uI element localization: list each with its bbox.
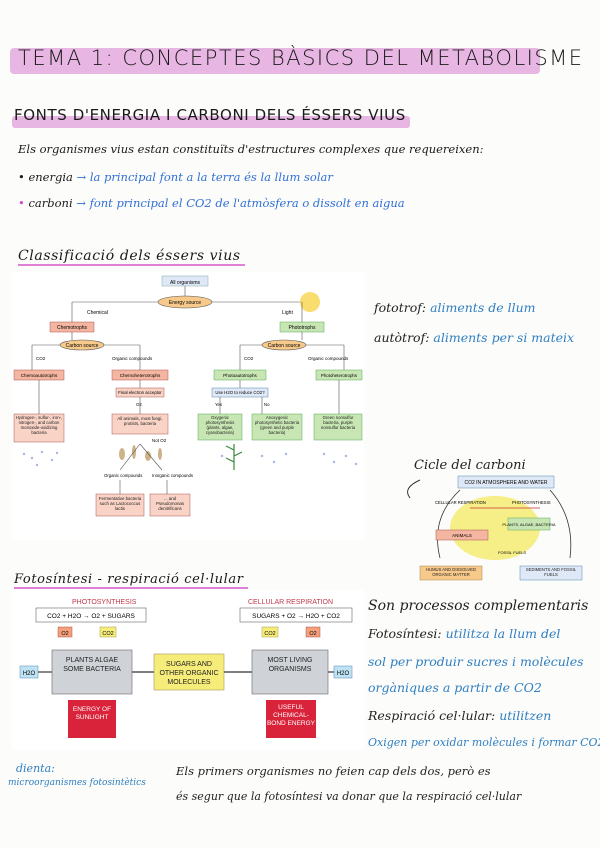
svg-text:CO2 IN ATMOSPHERE AND WATER: CO2 IN ATMOSPHERE AND WATER bbox=[465, 480, 548, 486]
svg-text:Energy source: Energy source bbox=[169, 300, 201, 306]
svg-text:ANIMALS: ANIMALS bbox=[452, 533, 472, 538]
svg-text:Chemoautotrophs: Chemoautotrophs bbox=[21, 373, 58, 378]
svg-text:Chemoheterotrophs: Chemoheterotrophs bbox=[120, 373, 161, 378]
sun-icon bbox=[300, 292, 320, 312]
note-fototrof: fototrof: aliments de llum bbox=[374, 300, 536, 315]
svg-text:Photoheterotrophs: Photoheterotrophs bbox=[321, 373, 358, 378]
arrow-icon bbox=[407, 479, 421, 499]
page-title: TEMA 1: CONCEPTES BÀSICS DEL METABOLISME bbox=[18, 46, 584, 70]
svg-text:FOSSIL FUELS: FOSSIL FUELS bbox=[498, 550, 526, 555]
classification-diagram: All organisms Energy source Chemical Lig… bbox=[12, 272, 364, 540]
svg-text:Chemotrophs: Chemotrophs bbox=[57, 325, 88, 331]
svg-text:Light: Light bbox=[282, 310, 293, 316]
svg-text:Photoautotrophs: Photoautotrophs bbox=[223, 373, 257, 378]
left-note-2: microorganismes fotosintètics bbox=[8, 778, 146, 788]
heading-highlight bbox=[12, 116, 410, 128]
bullet-icon: • bbox=[18, 196, 29, 210]
section-heading-fotosintesi: Fotosíntesi - respiració cel·lular bbox=[14, 572, 248, 589]
section-heading-classificacio: Classificació dels éssers vius bbox=[18, 248, 245, 266]
svg-text:PHOTOSYNTHESIS: PHOTOSYNTHESIS bbox=[512, 500, 551, 505]
plant-icon bbox=[225, 444, 243, 470]
svg-text:CELLULAR RESPIRATION: CELLULAR RESPIRATION bbox=[435, 500, 486, 505]
svg-text:No: No bbox=[264, 402, 270, 407]
svg-text:H2O: H2O bbox=[23, 671, 36, 677]
svg-text:CO2 + H2O → O2 + SUGARS: CO2 + H2O → O2 + SUGARS bbox=[47, 613, 135, 620]
svg-text:CO2: CO2 bbox=[264, 631, 275, 637]
intro-text: Els organismes vius estan constituïts d'… bbox=[18, 142, 484, 156]
svg-text:CO2: CO2 bbox=[36, 356, 46, 361]
bottom-text-2: és segur que la fotosíntesi va donar que… bbox=[176, 790, 522, 803]
svg-text:Organic compounds: Organic compounds bbox=[112, 356, 153, 361]
svg-text:Use H2O to reduce CO2?: Use H2O to reduce CO2? bbox=[215, 390, 265, 395]
resp-def-line1: Respiració cel·lular: utilitzen bbox=[368, 708, 552, 723]
svg-text:Inorganic compounds: Inorganic compounds bbox=[152, 473, 193, 478]
svg-text:Organic compounds: Organic compounds bbox=[308, 356, 349, 361]
svg-text:CO2: CO2 bbox=[244, 356, 254, 361]
side-heading: Son processos complementaris bbox=[368, 598, 589, 614]
photo-def-line2: sol per produir sucres i molècules bbox=[368, 654, 584, 669]
note-autotrof: autòtrof: aliments per si mateix bbox=[374, 330, 575, 345]
bullet-energia: • energia → la principal font a la terra… bbox=[18, 170, 333, 184]
svg-text:All organisms: All organisms bbox=[170, 280, 201, 286]
svg-text:CO2: CO2 bbox=[102, 631, 113, 637]
svg-text:PHOTOSYNTHESIS: PHOTOSYNTHESIS bbox=[72, 599, 137, 606]
svg-text:O2: O2 bbox=[136, 402, 142, 407]
svg-text:PLANTS, ALGAE, BACTERIA: PLANTS, ALGAE, BACTERIA bbox=[502, 522, 555, 527]
photo-def-line1: Fotosíntesi: utilitza la llum del bbox=[368, 626, 561, 641]
heading-cicle: Cicle del carboni bbox=[414, 458, 526, 473]
title-highlight bbox=[10, 48, 540, 74]
bullet-carboni: • carboni → font principal el CO2 de l'a… bbox=[18, 196, 405, 210]
svg-text:H2O: H2O bbox=[337, 671, 350, 677]
bottom-text-1: Els primers organismes no feien cap dels… bbox=[176, 764, 491, 778]
bullet-icon: • bbox=[18, 170, 29, 184]
photo-def-line3: orgàniques a partir de CO2 bbox=[368, 680, 542, 695]
svg-text:Carbon source: Carbon source bbox=[66, 343, 99, 349]
photosynthesis-respiration-diagram: PHOTOSYNTHESIS CELLULAR RESPIRATION CO2 … bbox=[12, 590, 364, 750]
svg-text:CELLULAR RESPIRATION: CELLULAR RESPIRATION bbox=[248, 599, 333, 606]
svg-text:Organic compounds: Organic compounds bbox=[104, 473, 142, 478]
svg-text:O2: O2 bbox=[309, 631, 316, 637]
svg-text:Yes: Yes bbox=[215, 402, 222, 407]
svg-text:SUGARS + O2 → H2O + CO2: SUGARS + O2 → H2O + CO2 bbox=[252, 613, 340, 620]
svg-text:Carbon source: Carbon source bbox=[268, 343, 301, 349]
svg-text:Phototrophs: Phototrophs bbox=[289, 325, 316, 331]
svg-text:Final electron acceptor: Final electron acceptor bbox=[118, 390, 162, 395]
section-heading-fonts: FONTS D'ENERGIA I CARBONI DELS ÉSSERS VI… bbox=[14, 106, 406, 124]
carbon-cycle-diagram: CO2 IN ATMOSPHERE AND WATER CELLULAR RES… bbox=[407, 475, 583, 581]
resp-def-line2: Oxigen per oxidar molècules i formar CO2 bbox=[368, 736, 600, 749]
svg-text:O2: O2 bbox=[61, 631, 68, 637]
svg-text:Chemical: Chemical bbox=[87, 310, 108, 316]
left-note-1: dienta: bbox=[16, 762, 55, 775]
svg-text:Not O2: Not O2 bbox=[152, 438, 167, 443]
